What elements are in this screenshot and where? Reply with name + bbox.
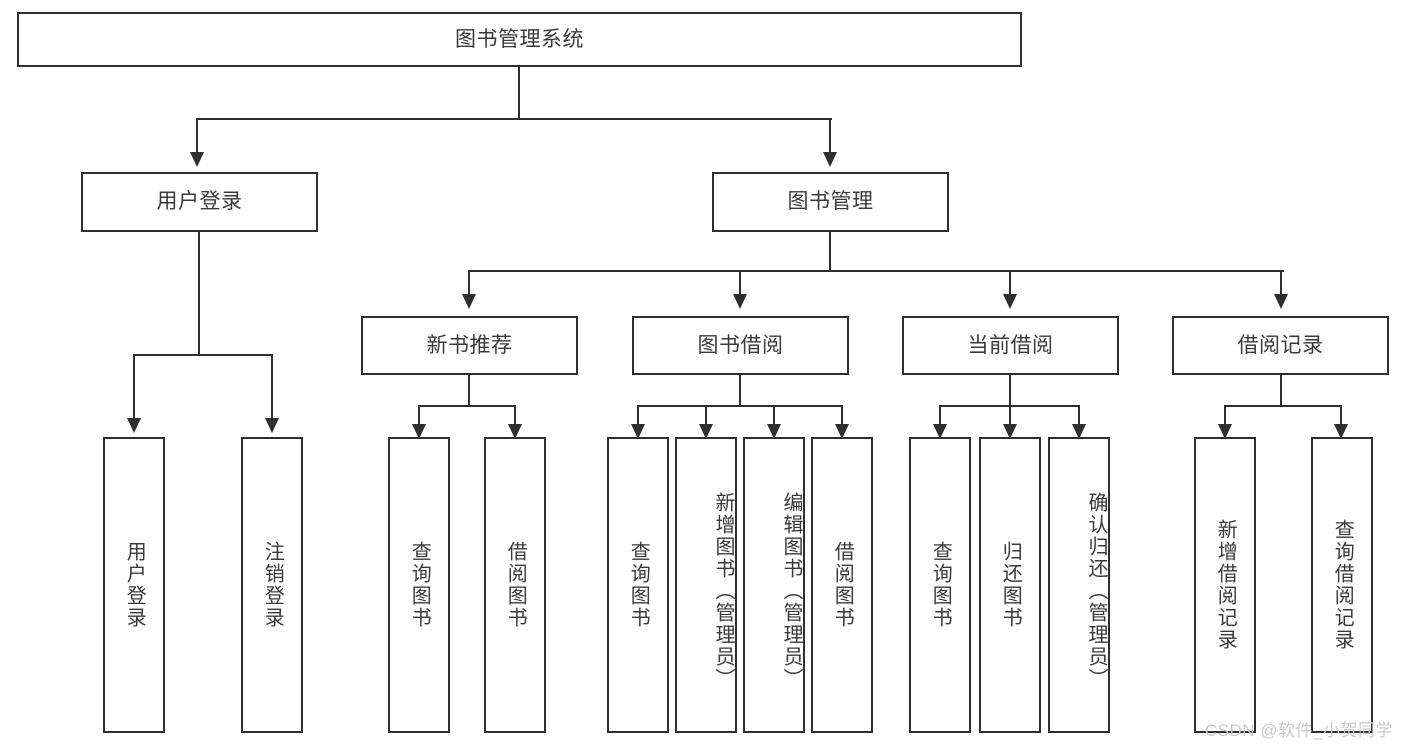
arrow-borrow-record-to-leaf-1 [1218,424,1232,439]
connector-book-borrow-to-leaf-2 [705,405,708,427]
connector-root-bus [196,118,832,121]
connector-new-book-stem [468,375,471,407]
arrow-user-login-to-leaf-2 [265,418,279,433]
arrow-current-borrow-to-leaf-3 [1072,424,1086,439]
connector-current-borrow-to-leaf-3 [1078,405,1081,427]
leaf-book-borrow-borrow[interactable]: 借阅图书 [811,437,873,733]
arrow-book-borrow-to-leaf-1 [631,424,645,439]
connector-current-borrow-stem [1009,375,1012,407]
arrow-new-book-to-leaf-1 [412,424,426,439]
connector-book-borrow-to-leaf-4 [841,405,844,427]
connector-borrow-record-to-leaf-1 [1224,405,1227,427]
connector-user-login-to-leaf-2 [271,354,274,420]
connector-book-mgmt-to-borrow [739,270,742,296]
connector-book-borrow-to-leaf-1 [637,405,640,427]
connector-user-login-to-leaf-1 [133,354,136,420]
csdn-watermark: CSDN @软件_小贺同学 [1204,721,1393,740]
arrow-book-mgmt-to-borrow [733,294,747,309]
leaf-borrow-record-query[interactable]: 查询借阅记录 [1311,437,1373,733]
connector-book-mgmt-stem [829,232,832,272]
node-user-login[interactable]: 用户登录 [81,172,318,232]
connector-new-book-bus [418,405,516,408]
connector-user-login-stem [198,232,201,356]
node-root-system[interactable]: 图书管理系统 [17,12,1022,67]
node-current-borrow[interactable]: 当前借阅 [902,316,1119,375]
connector-current-borrow-to-leaf-1 [939,405,942,427]
connector-book-mgmt-bus [468,270,1284,273]
arrow-user-login-to-leaf-1 [127,418,141,433]
connector-user-login-bus [133,354,272,357]
node-new-book-recommend[interactable]: 新书推荐 [361,316,578,375]
connector-book-mgmt-to-new-book [468,270,471,296]
connector-book-mgmt-to-record [1280,270,1283,296]
connector-borrow-record-to-leaf-2 [1340,405,1343,427]
arrow-book-borrow-to-leaf-4 [835,424,849,439]
arrow-borrow-record-to-leaf-2 [1334,424,1348,439]
arrow-book-mgmt-to-new-book [462,294,476,309]
connector-new-book-to-leaf-2 [514,405,517,427]
leaf-current-borrow-confirm-admin[interactable]: 确认归还（管理员） [1048,437,1110,733]
arrow-book-borrow-to-leaf-3 [767,424,781,439]
leaf-borrow-record-add[interactable]: 新增借阅记录 [1194,437,1256,733]
leaf-current-borrow-return[interactable]: 归还图书 [979,437,1041,733]
connector-book-mgmt-to-current [1009,270,1012,296]
node-book-borrow[interactable]: 图书借阅 [632,316,849,375]
arrow-current-borrow-to-leaf-2 [1003,424,1017,439]
connector-book-borrow-to-leaf-3 [773,405,776,427]
arrow-root-to-book-mgmt [823,152,837,167]
arrow-new-book-to-leaf-2 [508,424,522,439]
node-book-management[interactable]: 图书管理 [712,172,949,232]
connector-book-borrow-stem [739,375,742,407]
arrow-book-mgmt-to-current [1003,294,1017,309]
connector-borrow-record-stem [1280,375,1283,407]
connector-root-to-user-login [196,118,199,154]
leaf-user-login-logout[interactable]: 注销登录 [241,437,303,733]
arrow-book-borrow-to-leaf-2 [699,424,713,439]
connector-root-to-book-mgmt [829,118,832,154]
arrow-root-to-user-login [190,152,204,167]
connector-root-stem [518,67,521,119]
connector-book-borrow-bus [637,405,843,408]
leaf-new-book-borrow[interactable]: 借阅图书 [484,437,546,733]
connector-current-borrow-to-leaf-2 [1009,405,1012,427]
leaf-user-login-login[interactable]: 用户登录 [103,437,165,733]
node-borrow-record[interactable]: 借阅记录 [1172,316,1389,375]
leaf-current-borrow-query[interactable]: 查询图书 [909,437,971,733]
leaf-book-borrow-query[interactable]: 查询图书 [607,437,669,733]
leaf-book-borrow-add-admin[interactable]: 新增图书（管理员） [675,437,737,733]
arrow-current-borrow-to-leaf-1 [933,424,947,439]
leaf-new-book-query[interactable]: 查询图书 [388,437,450,733]
arrow-book-mgmt-to-record [1274,294,1288,309]
connector-new-book-to-leaf-1 [418,405,421,427]
connector-borrow-record-bus [1224,405,1342,408]
leaf-book-borrow-edit-admin[interactable]: 编辑图书（管理员） [743,437,805,733]
